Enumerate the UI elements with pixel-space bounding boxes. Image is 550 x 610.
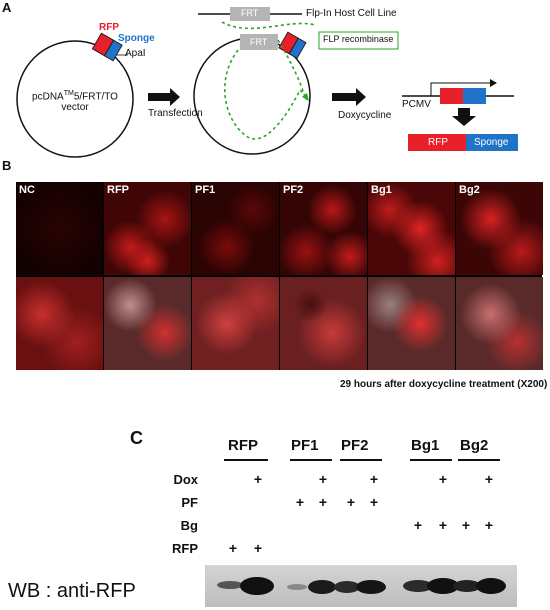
frt-box-top	[230, 7, 270, 21]
frt-top-label: FRT	[241, 8, 259, 18]
group-header-pf1: PF1	[291, 437, 319, 454]
band-pf2-1	[334, 581, 360, 593]
transfection-label: Transfection	[148, 108, 203, 119]
fluor-cell-rfp: RFP	[104, 182, 191, 275]
arrow-down	[452, 108, 476, 126]
col-label-bg2: Bg2	[459, 184, 480, 196]
underline-rfp	[224, 459, 268, 461]
band-bg1-1	[403, 580, 433, 592]
arrow-1	[148, 88, 180, 106]
vector-label: pcDNATM5/FRT/TO vector	[30, 90, 120, 113]
rfp-label: RFP	[99, 22, 119, 33]
plus-dox-pf2: +	[369, 471, 379, 487]
underline-bg1	[410, 459, 452, 461]
row-label-rfp: RFP	[172, 541, 198, 556]
frt-circle-label: FRT	[250, 37, 268, 47]
fluor-cell-pf1: PF1	[192, 182, 279, 275]
group-header-bg1: Bg1	[411, 437, 440, 454]
host-line-label: Flp-In Host Cell Line	[306, 8, 397, 19]
band-bg2-2	[476, 578, 506, 594]
col-label-rfp: RFP	[107, 184, 129, 196]
fluor-cell-bg1: Bg1	[368, 182, 455, 275]
panel-c-letter: C	[130, 428, 143, 448]
microscopy-grid: NC RFP PF1 PF2 Bg1 Bg2	[16, 182, 543, 370]
group-header-rfp: RFP	[228, 437, 258, 454]
cassette-rfp	[440, 88, 463, 104]
western-blot	[205, 565, 517, 607]
underline-bg2	[458, 459, 500, 461]
sponge-label: Sponge	[118, 33, 155, 44]
row-label-pf: PF	[181, 495, 198, 510]
plus-rfp-2: +	[253, 540, 263, 556]
panel-a-letter: A	[2, 0, 12, 15]
fluor-cell-nc: NC	[16, 182, 103, 275]
panel-b-caption: 29 hours after doxycycline treatment (X2…	[340, 379, 548, 390]
cassette-sponge	[463, 88, 486, 104]
plus-dox-pf1: +	[318, 471, 328, 487]
flp-label: FLP recombinase	[323, 34, 394, 44]
recombination-arrow-loop	[224, 49, 306, 140]
plus-dox-rfp: +	[253, 471, 263, 487]
arrow-2	[332, 88, 366, 106]
result-sponge-bar	[466, 134, 518, 151]
row-label-bg: Bg	[180, 518, 198, 533]
plus-bg-3: +	[461, 517, 471, 533]
plus-dox-bg1: +	[438, 471, 448, 487]
band-pf1-1	[287, 584, 307, 590]
underline-pf2	[340, 459, 382, 461]
sponge-box-2	[288, 37, 307, 59]
plus-bg-1: +	[413, 517, 423, 533]
group-header-pf2: PF2	[341, 437, 369, 454]
vector-name-line2: vector	[61, 102, 89, 114]
col-label-bg1: Bg1	[371, 184, 392, 196]
fluor-cell-bg2: Bg2	[456, 182, 543, 275]
fluor-cell-pf2: PF2	[280, 182, 367, 275]
vector-name-part1: pcDNA	[32, 91, 64, 103]
result-sponge-label: Sponge	[474, 137, 509, 148]
plus-pf-4: +	[369, 494, 379, 510]
doxycycline-label: Doxycycline	[338, 110, 392, 121]
merged-cell-nc	[16, 277, 103, 370]
panel-a-diagram	[16, 7, 518, 158]
result-rfp-bar	[408, 134, 466, 151]
plus-pf-3: +	[346, 494, 356, 510]
band-bg2-1	[453, 580, 481, 592]
plus-pf-1: +	[295, 494, 305, 510]
vector-name-sup: TM	[63, 90, 74, 97]
flp-box	[318, 31, 399, 50]
plus-bg-4: +	[484, 517, 494, 533]
band-pf1-2	[308, 580, 336, 594]
apal-label: ApaI	[125, 48, 146, 59]
band-rfp-1	[217, 581, 243, 589]
frt-box-circle	[240, 34, 278, 50]
col-label-pf1: PF1	[195, 184, 216, 196]
plus-pf-2: +	[318, 494, 328, 510]
band-bg1-2	[427, 578, 459, 594]
band-pf2-2	[356, 580, 386, 594]
band-rfp-2	[240, 577, 274, 595]
recombination-arrow-down	[277, 39, 307, 101]
merged-cell-rfp	[104, 277, 191, 370]
promoter-arrow	[430, 82, 490, 96]
result-rfp-label: RFP	[428, 137, 448, 148]
merged-cell-pf1	[192, 277, 279, 370]
merged-cell-bg2	[456, 277, 543, 370]
wb-label: WB : anti-RFP	[8, 580, 136, 602]
plus-bg-2: +	[438, 517, 448, 533]
merged-cell-pf2	[280, 277, 367, 370]
underline-pf1	[290, 459, 332, 461]
col-label-pf2: PF2	[283, 184, 304, 196]
group-header-bg2: Bg2	[460, 437, 489, 454]
panel-b-letter: B	[2, 158, 12, 173]
merged-cell-bg1	[368, 277, 455, 370]
sponge-box-1	[103, 39, 123, 62]
plus-dox-bg2: +	[484, 471, 494, 487]
plus-rfp-1: +	[228, 540, 238, 556]
vector-name-part2: 5/FRT/TO	[73, 91, 118, 103]
pcmv-label: PCMV	[402, 99, 431, 110]
col-label-nc: NC	[19, 184, 35, 196]
plasmid-circle-1	[16, 40, 134, 158]
row-label-dox: Dox	[173, 472, 198, 487]
recombination-arrow-top	[221, 21, 316, 30]
